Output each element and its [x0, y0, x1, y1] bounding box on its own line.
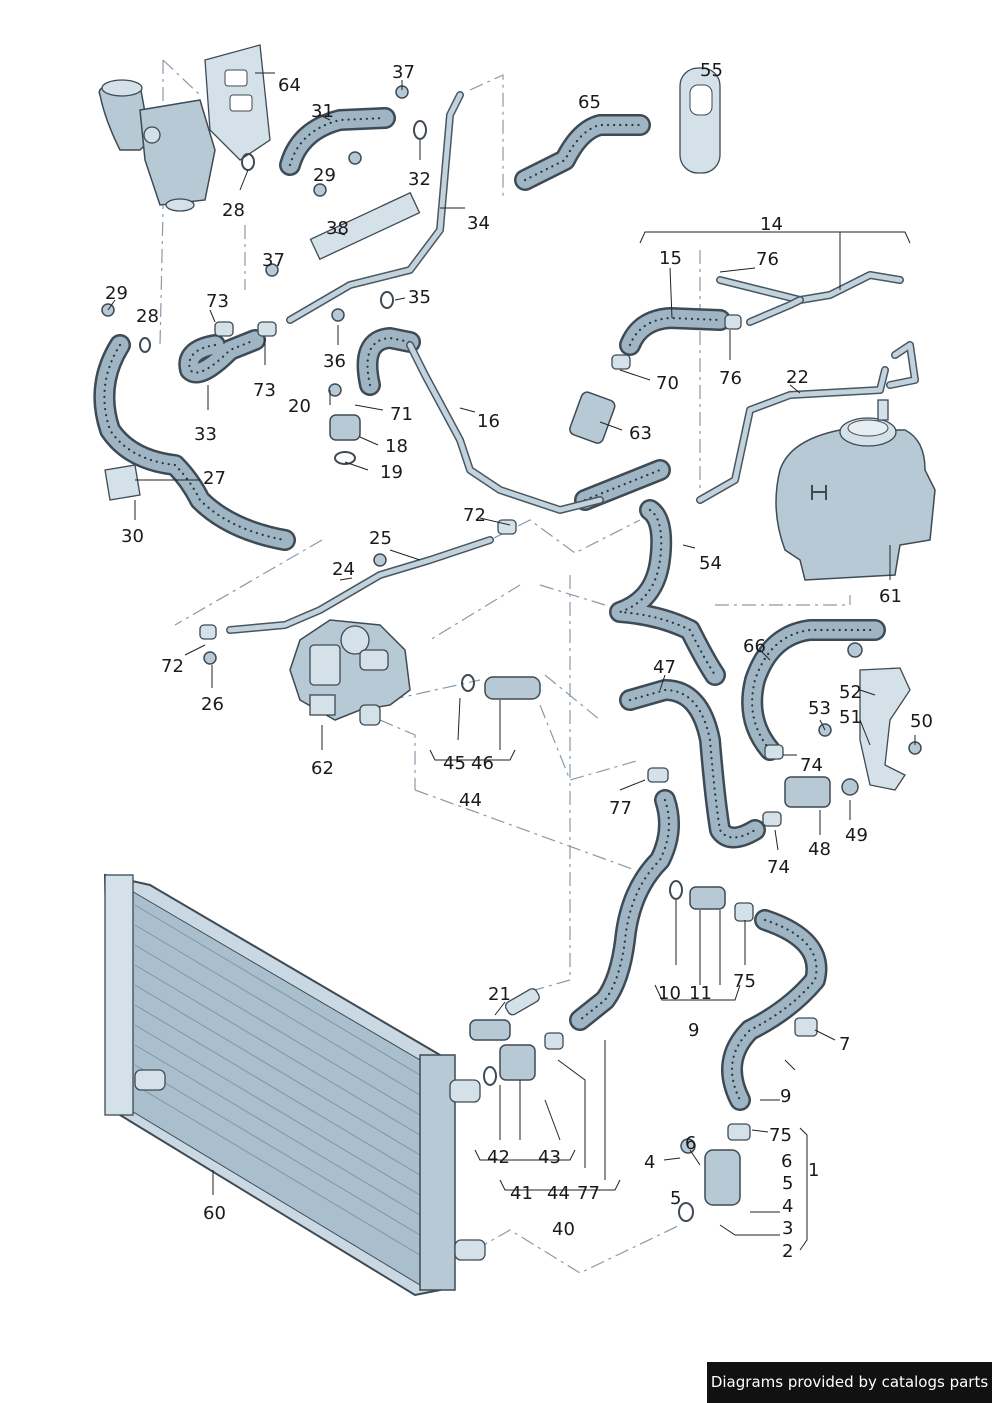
callout-70: 70	[656, 373, 679, 394]
expansion-tank	[775, 399, 936, 581]
footer-credit: Diagrams provided by catalogs parts	[707, 1362, 992, 1403]
callout-2: 2	[782, 1241, 793, 1262]
callout-14: 14	[760, 214, 783, 235]
callout-37: 37	[262, 250, 285, 271]
radiator	[103, 873, 486, 1297]
callout-37: 37	[392, 62, 415, 83]
callout-5: 5	[782, 1173, 793, 1194]
callout-54: 54	[699, 553, 722, 574]
callout-40: 40	[552, 1219, 575, 1240]
callout-74: 74	[767, 857, 790, 878]
callout-71: 71	[390, 404, 413, 425]
callout-73: 73	[253, 380, 276, 401]
callout-28: 28	[136, 306, 159, 327]
callout-61: 61	[879, 586, 902, 607]
callout-53: 53	[808, 698, 831, 719]
callout-44: 44	[459, 790, 482, 811]
callout-46: 46	[471, 753, 494, 774]
reference-lines	[159, 59, 851, 1274]
callout-31: 31	[311, 101, 334, 122]
callout-10: 10	[658, 983, 681, 1004]
rubber-hoses	[93, 107, 886, 1111]
callout-55: 55	[700, 60, 723, 81]
callout-72: 72	[161, 656, 184, 677]
callout-1: 1	[808, 1160, 819, 1181]
callout-34: 34	[467, 213, 490, 234]
callout-50: 50	[910, 711, 933, 732]
callout-60: 60	[203, 1203, 226, 1224]
callout-75: 75	[733, 971, 756, 992]
callout-76: 76	[719, 368, 742, 389]
callout-6: 6	[685, 1133, 696, 1154]
leader-lines	[107, 72, 916, 1251]
callout-42: 42	[487, 1147, 510, 1168]
callout-65: 65	[578, 92, 601, 113]
callout-22: 22	[786, 367, 809, 388]
callout-41: 41	[510, 1183, 533, 1204]
callout-30: 30	[121, 526, 144, 547]
callout-45: 45	[443, 753, 466, 774]
callout-35: 35	[408, 287, 431, 308]
callout-74: 74	[800, 755, 823, 776]
callout-16: 16	[477, 411, 500, 432]
metal-pipes	[226, 91, 919, 634]
callout-47: 47	[653, 657, 676, 678]
callout-9: 9	[780, 1086, 791, 1107]
coolant-pump-housing	[289, 619, 411, 726]
callout-15: 15	[659, 248, 682, 269]
callout-36: 36	[323, 351, 346, 372]
callout-4: 4	[644, 1152, 655, 1173]
callout-52: 52	[839, 682, 862, 703]
callout-77: 77	[577, 1183, 600, 1204]
callout-62: 62	[311, 758, 334, 779]
callout-66: 66	[743, 636, 766, 657]
callout-51: 51	[839, 707, 862, 728]
callout-19: 19	[380, 462, 403, 483]
callout-28: 28	[222, 200, 245, 221]
water-pump-housing	[98, 44, 271, 212]
callout-72: 72	[463, 505, 486, 526]
part-callouts: 64 37 31 29 32 28 34 38 65 55 14 15 76 3…	[105, 60, 933, 1262]
callout-20: 20	[288, 396, 311, 417]
callout-6: 6	[781, 1151, 792, 1172]
callout-33: 33	[194, 424, 217, 445]
callout-4: 4	[782, 1196, 793, 1217]
callout-29: 29	[313, 165, 336, 186]
callout-73: 73	[206, 291, 229, 312]
callout-64: 64	[278, 75, 301, 96]
callout-32: 32	[408, 169, 431, 190]
callout-11: 11	[689, 983, 712, 1004]
callout-48: 48	[808, 839, 831, 860]
callout-27: 27	[203, 468, 226, 489]
callout-29: 29	[105, 283, 128, 304]
callout-77: 77	[609, 798, 632, 819]
callout-44: 44	[547, 1183, 570, 1204]
callout-43: 43	[538, 1147, 561, 1168]
callout-7: 7	[839, 1034, 850, 1055]
callout-49: 49	[845, 825, 868, 846]
callout-21: 21	[488, 984, 511, 1005]
callout-25: 25	[369, 528, 392, 549]
callout-3: 3	[782, 1218, 793, 1239]
callout-5: 5	[670, 1188, 681, 1209]
callout-63: 63	[629, 423, 652, 444]
small-fittings	[101, 67, 922, 1222]
callout-24: 24	[332, 559, 355, 580]
callout-76: 76	[756, 249, 779, 270]
callout-75: 75	[769, 1125, 792, 1146]
callout-9: 9	[688, 1020, 699, 1041]
callout-26: 26	[201, 694, 224, 715]
callout-38: 38	[326, 218, 349, 239]
callout-18: 18	[385, 436, 408, 457]
